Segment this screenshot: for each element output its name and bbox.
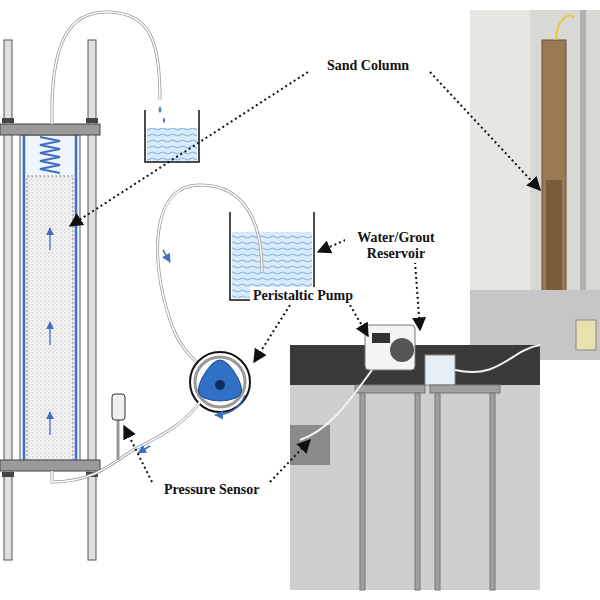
component-label: Peristaltic Pump <box>250 287 356 305</box>
photo-pump <box>290 325 540 590</box>
column-tube <box>20 135 80 463</box>
top-plate <box>0 124 100 135</box>
component-label: Pressure Sensor <box>161 481 263 499</box>
threaded-rod <box>4 40 96 560</box>
sand <box>27 176 73 460</box>
leader-line <box>70 72 540 482</box>
spring <box>40 137 60 173</box>
component-label: Water/Grout Reservoir <box>345 229 447 263</box>
component-label: Sand Column <box>324 57 412 75</box>
photo-column <box>470 10 600 360</box>
bottom-plate <box>0 460 100 471</box>
pressure-sensor <box>112 394 125 420</box>
